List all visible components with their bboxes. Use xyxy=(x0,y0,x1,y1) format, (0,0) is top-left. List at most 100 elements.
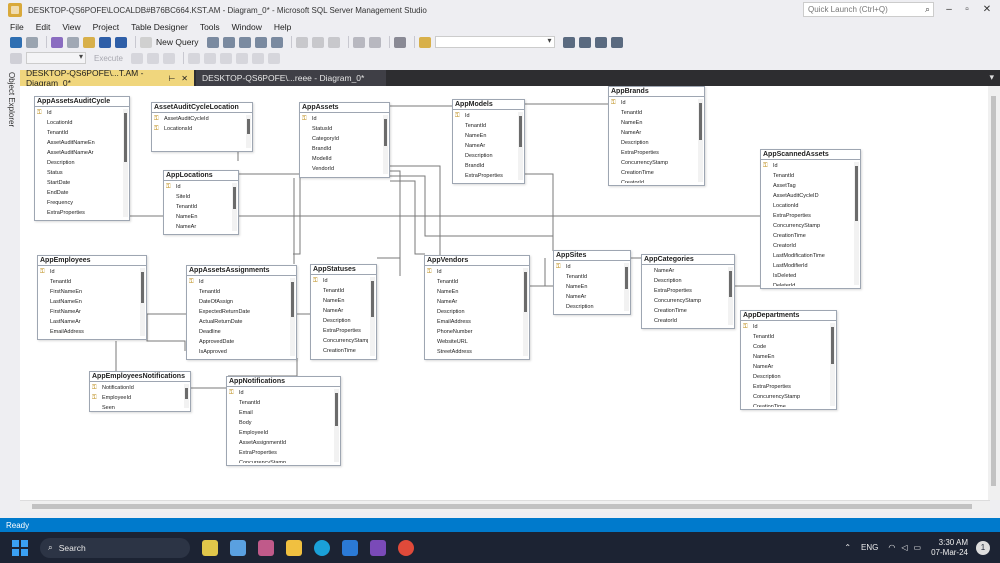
close-button[interactable]: ✕ xyxy=(982,4,992,15)
column-row[interactable]: ConcurrencyStamp xyxy=(323,338,368,344)
menu-tools[interactable]: Tools xyxy=(199,22,220,32)
column-row[interactable]: CreatorId xyxy=(621,180,644,183)
maximize-button[interactable]: ▫ xyxy=(965,4,969,15)
back-icon[interactable] xyxy=(10,36,22,48)
column-row[interactable]: AssetTag xyxy=(773,183,796,189)
column-row[interactable]: CreationTime xyxy=(323,348,356,354)
table-title[interactable]: AppVendors xyxy=(425,256,529,266)
column-row[interactable]: ExpectedReturnDate xyxy=(199,309,251,315)
column-row[interactable]: TenantId xyxy=(437,279,459,285)
column-row[interactable]: TenantId xyxy=(621,110,643,116)
cut-icon[interactable] xyxy=(295,36,308,48)
column-row[interactable]: Description xyxy=(323,318,351,324)
close-tab-icon[interactable]: ✕ xyxy=(181,73,188,83)
table-scrollbar[interactable] xyxy=(140,268,145,336)
new-file-icon[interactable] xyxy=(67,36,79,48)
primary-key-column[interactable]: Id xyxy=(425,267,521,277)
column-row[interactable]: Email xyxy=(239,410,253,416)
table-app-statuses[interactable]: AppStatusesIdTenantIdNameEnNameArDescrip… xyxy=(310,264,377,360)
table-title[interactable]: AppEmployeesNotifications xyxy=(90,372,190,382)
menu-file[interactable]: File xyxy=(10,22,24,32)
column-row[interactable]: CreationTime xyxy=(621,170,654,176)
primary-key-column[interactable]: NotificationId xyxy=(90,383,182,393)
column-row[interactable]: EmailAddress xyxy=(437,319,471,325)
column-row[interactable]: EndDate xyxy=(47,190,69,196)
table-scrollbar[interactable] xyxy=(246,115,251,148)
column-row[interactable]: LastModifierId xyxy=(773,263,808,269)
column-row[interactable]: NameEn xyxy=(437,289,459,295)
menu-table-designer[interactable]: Table Designer xyxy=(131,22,188,32)
column-row[interactable]: StreetAddress xyxy=(437,349,472,355)
menu-project[interactable]: Project xyxy=(92,22,120,32)
column-row[interactable]: NameAr xyxy=(566,294,587,300)
column-row[interactable]: ExtraProperties xyxy=(465,173,503,179)
taskbar-search[interactable]: ⌕ Search xyxy=(40,537,190,558)
tab-diagram-inactive[interactable]: DESKTOP-QS6POFE\...reee - Diagram_0* xyxy=(196,70,386,86)
text-icon[interactable] xyxy=(219,52,232,64)
diagram-horizontal-scrollbar[interactable] xyxy=(20,500,990,512)
primary-key-column[interactable]: Id xyxy=(741,322,828,332)
column-row[interactable]: ExtraProperties xyxy=(753,384,791,390)
menu-window[interactable]: Window xyxy=(231,22,262,32)
column-row[interactable]: FirstNameEn xyxy=(50,289,83,295)
volume-icon[interactable]: ◁ xyxy=(901,543,908,552)
column-row[interactable]: NameEn xyxy=(566,284,588,290)
column-row[interactable]: ConcurrencyStamp xyxy=(621,160,669,166)
column-row[interactable]: LastModificationTime xyxy=(773,253,825,259)
primary-key-column[interactable]: Id xyxy=(227,388,332,398)
table-title[interactable]: AppEmployees xyxy=(38,256,146,266)
column-row[interactable]: ExtraProperties xyxy=(654,288,692,294)
table-title[interactable]: AppModels xyxy=(453,100,524,110)
chevron-up-icon[interactable]: ⌃ xyxy=(844,543,852,552)
column-row[interactable]: PhoneNumber xyxy=(437,329,473,335)
diagram-canvas[interactable]: AppAssetsAuditCycleIdLocationIdTenantIdA… xyxy=(20,86,990,500)
column-row[interactable]: NameAr xyxy=(465,143,486,149)
table-scrollbar[interactable] xyxy=(290,278,295,356)
primary-key-column[interactable]: AssetAuditCycleId xyxy=(152,114,244,124)
column-row[interactable]: NameAr xyxy=(654,268,675,274)
column-row[interactable]: DateOfAssign xyxy=(199,299,233,305)
column-row[interactable]: BrandId xyxy=(312,146,332,152)
column-row[interactable]: NameEn xyxy=(753,354,775,360)
pinned-app-icon[interactable] xyxy=(202,539,218,556)
column-row[interactable]: NameEn xyxy=(465,133,487,139)
menu-edit[interactable]: Edit xyxy=(35,22,51,32)
table-app-departments[interactable]: AppDepartmentsIdTenantIdCodeNameEnNameAr… xyxy=(740,310,837,410)
column-row[interactable]: WebsiteURL xyxy=(437,339,468,345)
table-scrollbar[interactable] xyxy=(123,109,128,217)
column-row[interactable]: ConcurrencyStamp xyxy=(654,298,702,304)
column-row[interactable]: CreationTime xyxy=(773,233,806,239)
primary-key-column[interactable]: Id xyxy=(554,262,622,272)
column-row[interactable]: ExtraProperties xyxy=(621,150,659,156)
table-title[interactable]: AppBrands xyxy=(609,87,704,97)
dax-query-icon[interactable] xyxy=(270,36,283,48)
column-row[interactable]: LastNameEn xyxy=(50,299,82,305)
column-row[interactable]: NameAr xyxy=(323,308,344,314)
column-row[interactable]: BrandId xyxy=(465,163,485,169)
table-app-assets-assignments[interactable]: AppAssetsAssignmentsIdTenantIdDateOfAssi… xyxy=(186,265,297,360)
table-app-sites[interactable]: AppSitesIdTenantIdNameEnNameArDescriptio… xyxy=(553,250,631,315)
edge-icon[interactable] xyxy=(314,539,330,556)
table-app-brands[interactable]: AppBrandsIdTenantIdNameEnNameArDescripti… xyxy=(608,86,705,186)
column-row[interactable]: Description xyxy=(566,304,594,310)
column-row[interactable]: Code xyxy=(753,344,767,350)
column-row[interactable]: LocationId xyxy=(47,120,73,126)
column-row[interactable]: Description xyxy=(437,309,465,315)
column-row[interactable]: Description xyxy=(47,160,75,166)
table-app-employees-notifications[interactable]: AppEmployeesNotificationsNotificationIdE… xyxy=(89,371,191,412)
table-app-vendors[interactable]: AppVendorsIdTenantIdNameEnNameArDescript… xyxy=(424,255,530,360)
column-row[interactable]: ConcurrencyStamp xyxy=(753,394,801,400)
column-row[interactable]: CreatorId xyxy=(654,318,677,324)
windows-start-icon[interactable] xyxy=(12,539,28,556)
tab-diagram-active[interactable]: DESKTOP-QS6POFE\...T.AM - Diagram_0* ⊢ ✕ xyxy=(20,68,194,88)
debug-target-icon[interactable] xyxy=(393,36,406,48)
primary-key-column[interactable]: Id xyxy=(38,267,138,277)
quick-launch-input[interactable]: Quick Launch (Ctrl+Q) ⌕ xyxy=(803,2,934,17)
column-row[interactable]: Seen xyxy=(102,405,115,409)
db-select-icon[interactable] xyxy=(10,52,22,64)
primary-key-column[interactable]: Id xyxy=(609,98,696,108)
primary-key-column[interactable]: Id xyxy=(187,277,288,287)
column-row[interactable]: CreationTime xyxy=(753,404,786,407)
column-row[interactable]: AssetAuditCycleID xyxy=(773,193,819,199)
pinned-app-icon[interactable] xyxy=(258,539,274,556)
